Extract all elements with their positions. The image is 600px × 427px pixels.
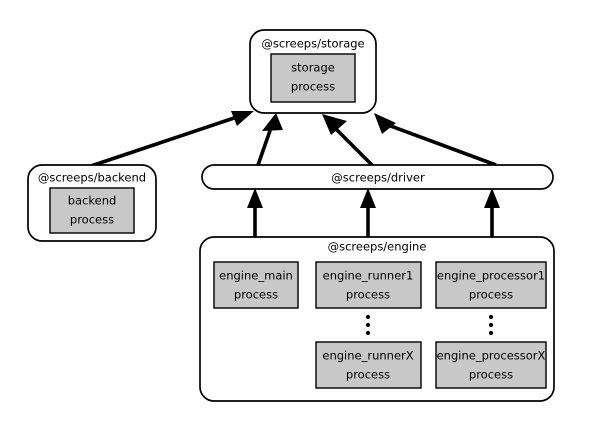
process-engine-runnerx-process-line1: engine_runnerX xyxy=(322,349,413,363)
process-engine-main-process-line1: engine_main xyxy=(219,269,293,283)
process-storage-process[interactable]: storage process xyxy=(270,53,356,103)
process-storage-process-line2: process xyxy=(291,80,335,94)
process-backend-process[interactable]: backend process xyxy=(49,187,135,234)
process-engine-runner1-process[interactable]: engine_runner1 process xyxy=(315,261,422,309)
package-storage-label: @screeps/storage xyxy=(261,37,364,51)
process-engine-processorx-process-box xyxy=(435,341,547,389)
process-engine-processor1-process-line1: engine_processor1 xyxy=(437,269,545,283)
process-engine-runnerx-process[interactable]: engine_runnerX process xyxy=(315,341,422,389)
process-engine-runnerx-process-box xyxy=(315,341,422,389)
connections-group xyxy=(87,111,500,237)
process-engine-processorx-process-line1: engine_processorX xyxy=(437,349,546,363)
process-storage-process-box xyxy=(270,53,356,103)
processor-ellipsis-icon xyxy=(488,314,494,336)
process-engine-main-process-line2: process xyxy=(234,288,278,302)
process-engine-runner1-process-line2: process xyxy=(346,288,390,302)
process-engine-processorx-process-line2: process xyxy=(469,368,513,382)
connection-engine-to-driver-left xyxy=(247,188,263,237)
runner-ellipsis-icon xyxy=(365,314,371,336)
process-engine-processor1-process-line2: process xyxy=(469,288,513,302)
process-engine-main-process-box xyxy=(213,261,299,309)
package-backend[interactable]: @screeps/backend backend process xyxy=(27,164,157,242)
package-driver[interactable]: @screeps/driver xyxy=(201,164,554,190)
process-engine-processor1-process-box xyxy=(435,261,547,309)
connection-driver-to-storage-left xyxy=(256,113,283,166)
process-backend-process-line1: backend xyxy=(68,194,117,208)
package-engine-label: @screeps/engine xyxy=(328,240,427,254)
connection-engine-to-driver-right xyxy=(484,188,500,237)
package-driver-border xyxy=(201,164,554,190)
package-engine[interactable]: @screeps/engine engine_main process engi… xyxy=(199,236,555,402)
package-storage[interactable]: @screeps/storage storage process xyxy=(249,29,377,114)
process-engine-runner1-process-line1: engine_runner1 xyxy=(323,269,414,283)
process-engine-main-process[interactable]: engine_main process xyxy=(213,261,299,309)
process-backend-process-box xyxy=(49,187,135,234)
connection-backend-to-storage xyxy=(87,111,254,169)
process-engine-runner1-process-box xyxy=(315,261,422,309)
process-engine-processor1-process[interactable]: engine_processor1 process xyxy=(435,261,547,309)
process-engine-processorx-process[interactable]: engine_processorX process xyxy=(435,341,547,389)
connection-engine-to-driver-center xyxy=(360,188,376,237)
connection-driver-to-storage-center xyxy=(322,114,374,167)
process-storage-process-line1: storage xyxy=(291,61,335,75)
package-driver-label: @screeps/driver xyxy=(331,171,425,185)
package-backend-label: @screeps/backend xyxy=(38,171,146,185)
process-engine-runnerx-process-line2: process xyxy=(346,368,390,382)
connection-driver-to-storage-right xyxy=(374,113,497,167)
process-backend-process-line2: process xyxy=(70,213,114,227)
